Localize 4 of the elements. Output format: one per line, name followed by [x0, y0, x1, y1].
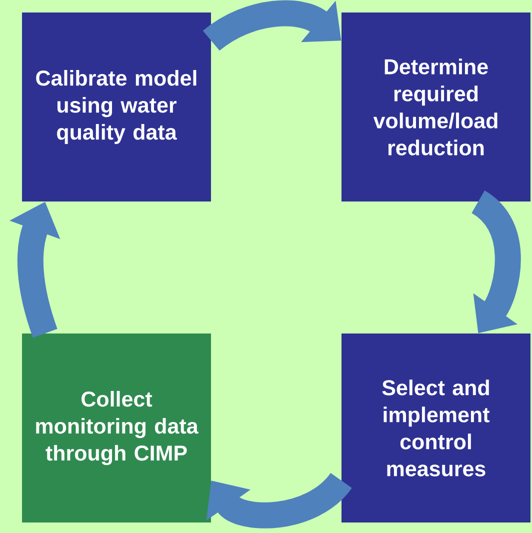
process-box: Collect monitoring data through CIMP: [22, 334, 211, 522]
process-box: Calibrate model using water quality data: [22, 12, 211, 202]
process-box: Select and implement control measures: [342, 334, 530, 522]
process-box: Determine required volume/load reduction: [342, 12, 530, 202]
